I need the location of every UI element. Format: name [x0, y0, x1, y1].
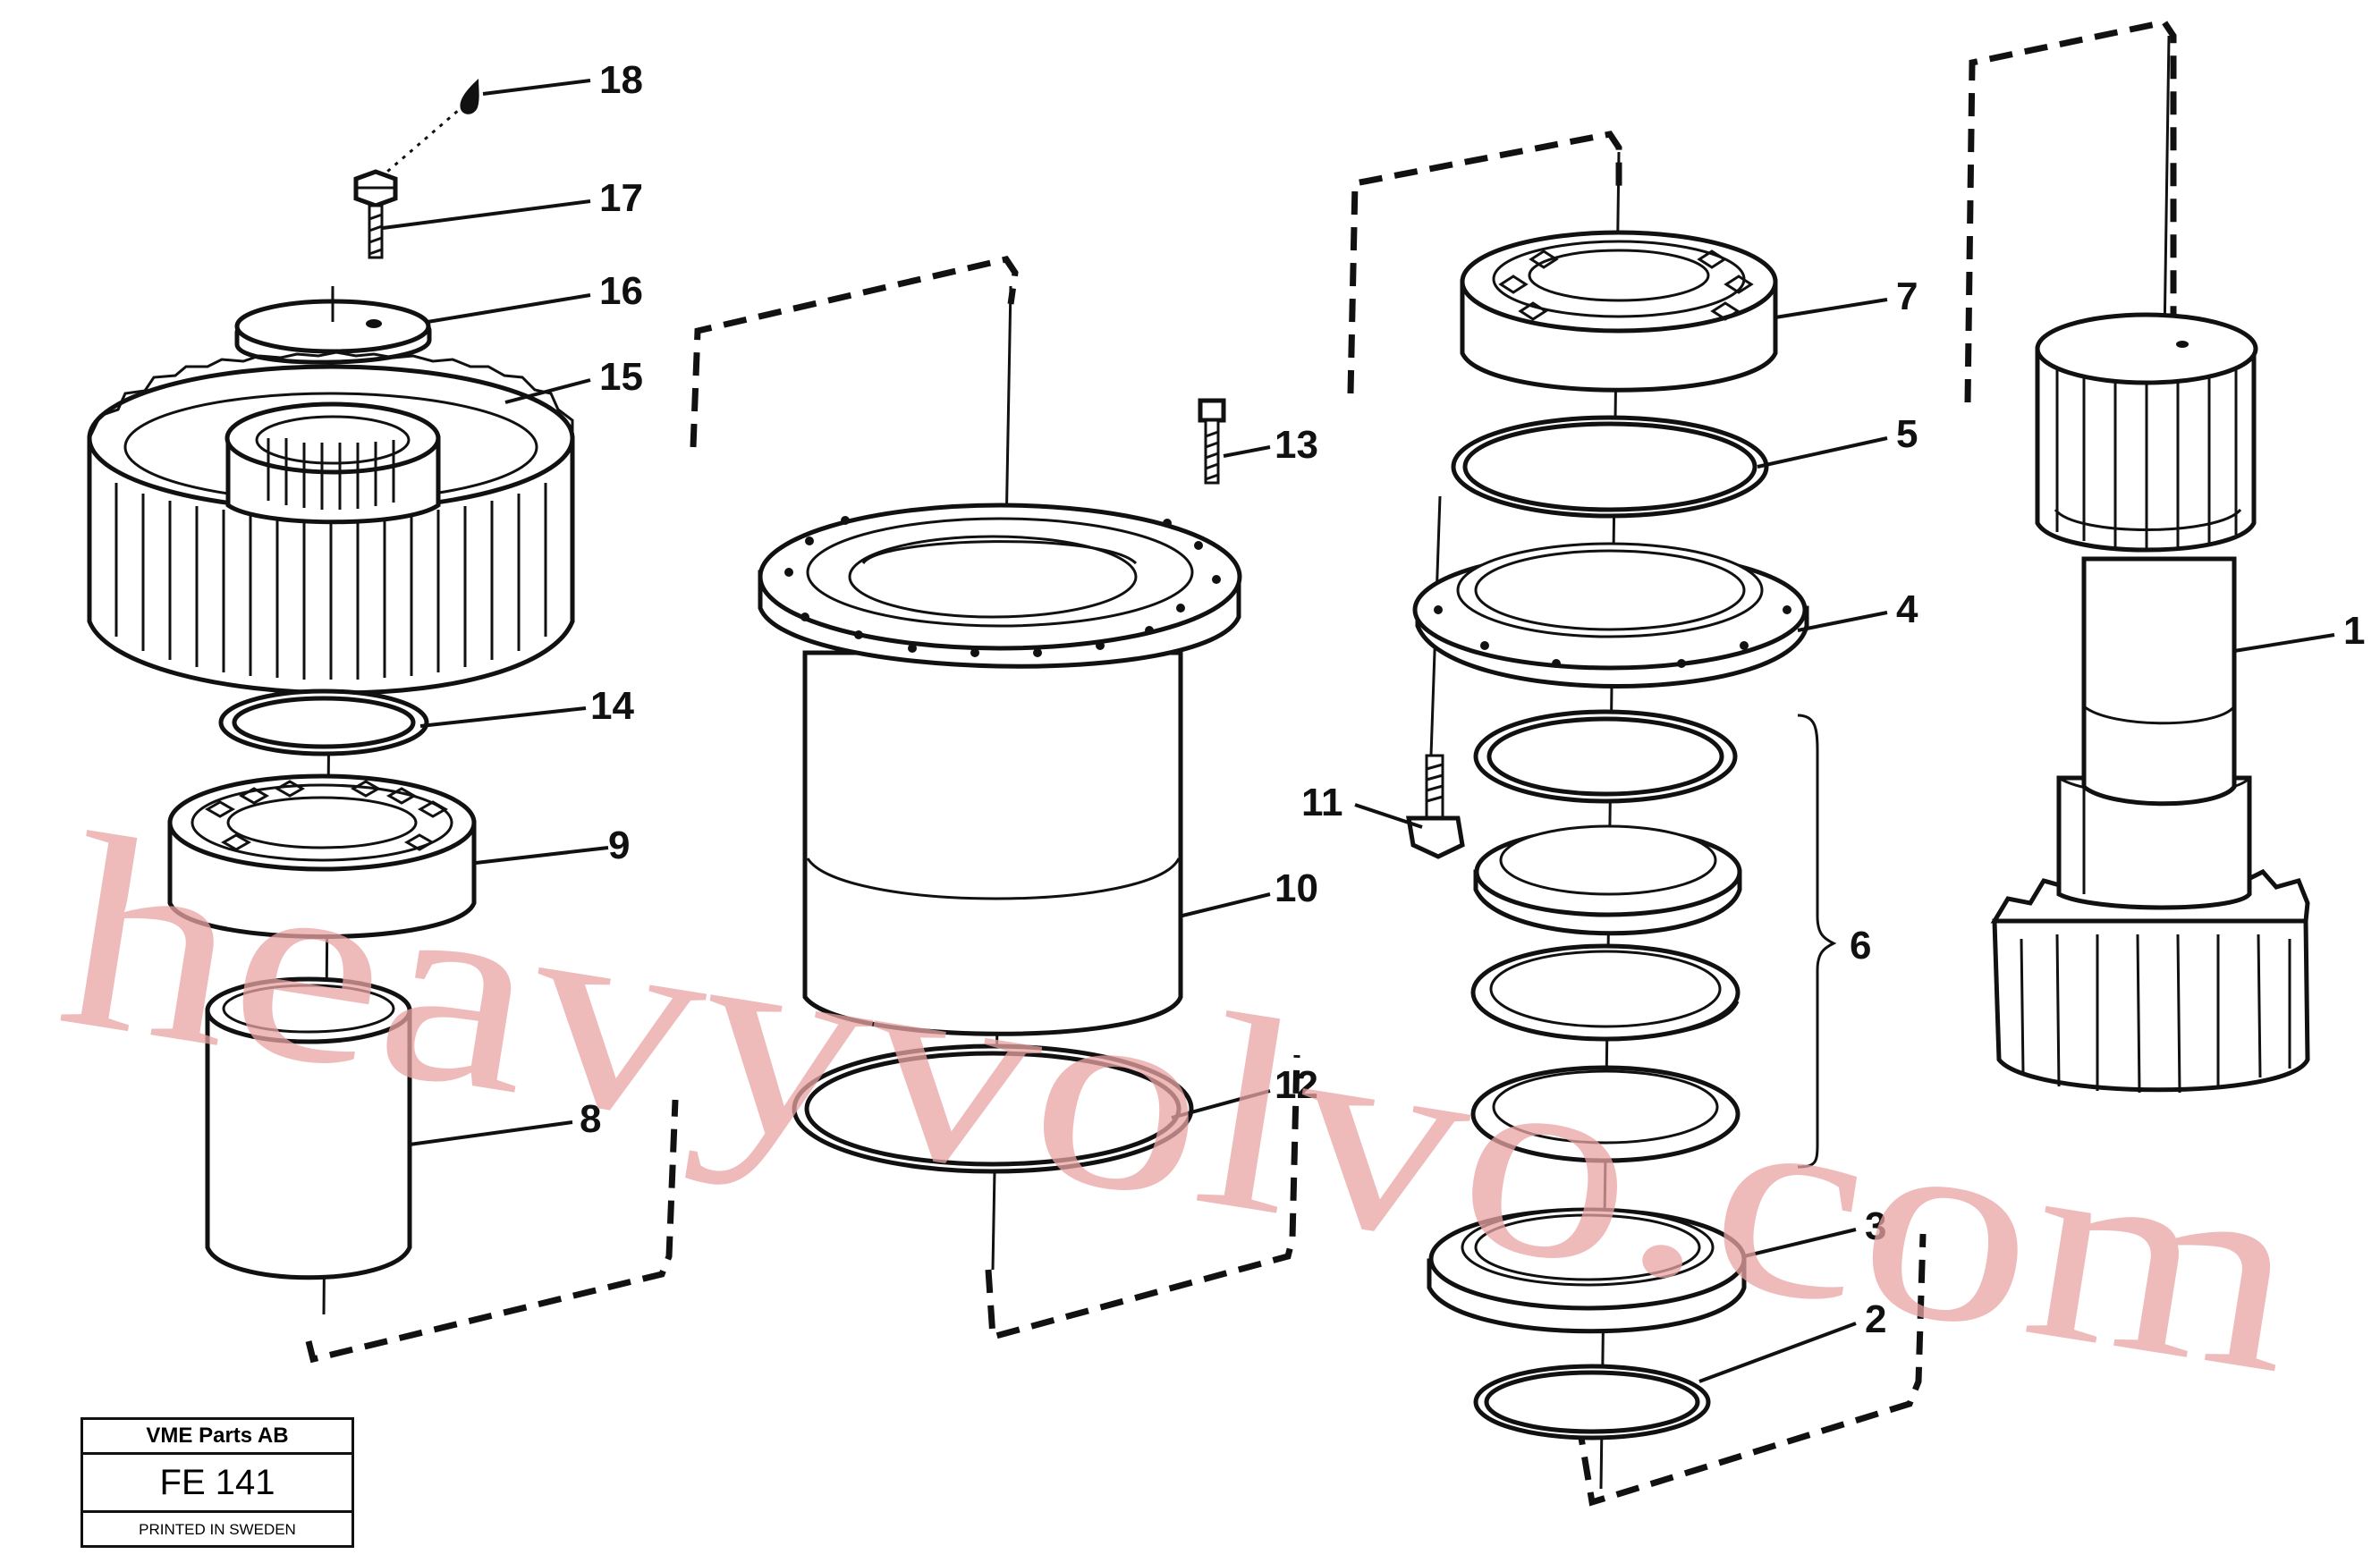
part-15-gear: [87, 351, 575, 696]
part-17-bolt: [353, 169, 398, 259]
leader-9: [475, 846, 609, 865]
leader-2: [1698, 1322, 1857, 1383]
leader-16: [427, 293, 591, 324]
part-16-plate: [234, 291, 432, 365]
label-12: 12: [1275, 1063, 1318, 1107]
label-8: 8: [580, 1097, 601, 1141]
part-10-housing: [758, 503, 1242, 1036]
assembly-dash-left: [305, 1099, 679, 1364]
assembly-dash-far-right: [1964, 19, 2177, 403]
leader-1: [2233, 633, 2335, 653]
leader-14: [419, 706, 587, 728]
part-11-bolt: [1406, 495, 1465, 859]
part-4-flange: [1412, 542, 1809, 689]
bracket-6: [1797, 714, 1837, 1169]
label-3: 3: [1865, 1204, 1886, 1248]
part-7-bearing: [1460, 230, 1778, 393]
axis-oil-dots: [368, 97, 473, 190]
leader-3: [1743, 1228, 1857, 1258]
label-15: 15: [599, 355, 643, 399]
stamp-company: VME Parts AB: [83, 1420, 351, 1455]
oil-drop-icon: [460, 79, 479, 114]
label-9: 9: [608, 824, 630, 867]
assembly-dash-right-top: [1347, 131, 1622, 394]
label-7: 7: [1896, 275, 1918, 318]
label-2: 2: [1865, 1297, 1886, 1341]
part-12-oring: [792, 1043, 1194, 1174]
label-4: 4: [1896, 587, 1918, 631]
label-5: 5: [1896, 412, 1918, 456]
part-6-kit: [1470, 709, 1742, 1163]
leader-13: [1223, 445, 1271, 458]
part-14-ring: [218, 689, 429, 756]
label-17: 17: [599, 176, 643, 220]
label-13: 13: [1275, 423, 1318, 467]
leader-15: [504, 378, 591, 404]
label-6: 6: [1850, 924, 1871, 967]
label-10: 10: [1275, 866, 1318, 910]
leader-7: [1774, 298, 1888, 319]
assembly-dash-right-bottom: [1575, 1233, 1927, 1507]
title-stamp: VME Parts AB FE 141 PRINTED IN SWEDEN: [80, 1417, 354, 1548]
label-16: 16: [599, 269, 643, 313]
stamp-code: FE 141: [83, 1455, 351, 1513]
stamp-printed: PRINTED IN SWEDEN: [139, 1521, 296, 1538]
assembly-dash-center: [690, 256, 1019, 448]
leader-12: [1171, 1089, 1271, 1119]
part-13-screw: [1198, 398, 1226, 485]
part-9-bearing: [167, 773, 477, 939]
label-18: 18: [599, 58, 643, 102]
part-8-sleeve: [205, 976, 412, 1280]
part-1-shaft: [1990, 312, 2310, 1094]
axis-far-right: [2163, 35, 2171, 341]
leader-11: [1354, 803, 1423, 829]
assembly-dash-center-bottom: [985, 1054, 1300, 1341]
leader-8: [409, 1120, 573, 1146]
part-2-oring: [1473, 1364, 1711, 1440]
label-1: 1: [2343, 609, 2365, 653]
label-11: 11: [1301, 781, 1343, 824]
leader-18: [482, 79, 591, 96]
part-3-seal: [1427, 1207, 1747, 1334]
leader-10: [1178, 892, 1271, 918]
label-14: 14: [590, 684, 634, 728]
leader-17: [382, 199, 591, 230]
part-5-ring: [1451, 415, 1769, 519]
leader-5: [1757, 436, 1888, 469]
leader-4: [1797, 611, 1888, 632]
